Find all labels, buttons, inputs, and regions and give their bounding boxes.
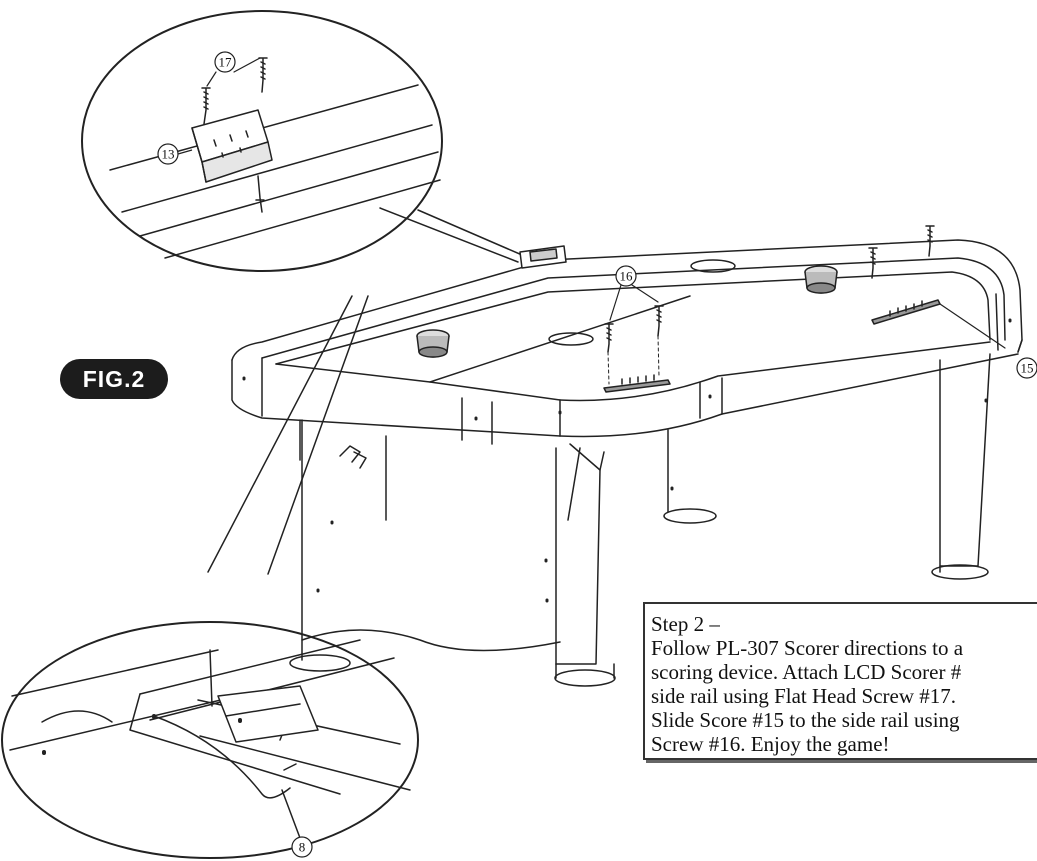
table-legs bbox=[242, 318, 1012, 687]
step-line: scoring device. Attach LCD Scorer # bbox=[651, 660, 962, 684]
step-line: Slide Score #15 to the side rail using bbox=[651, 708, 960, 732]
callout-8: 8 bbox=[291, 836, 313, 858]
callouts: 17 13 16 15 8 bbox=[157, 51, 1037, 858]
slide-score-15 bbox=[603, 299, 941, 393]
screw-16 bbox=[604, 225, 935, 385]
step-line: Screw #16. Enjoy the game! bbox=[651, 732, 890, 756]
mallet-left bbox=[416, 329, 450, 358]
callout-17: 17 bbox=[214, 51, 236, 73]
callout-13: 13 bbox=[157, 143, 193, 165]
figure-label: FIG.2 bbox=[60, 359, 168, 399]
top-detail-magnifier bbox=[81, 10, 523, 272]
svg-text:16: 16 bbox=[620, 269, 634, 284]
callout-16: 16 bbox=[615, 265, 637, 287]
svg-text:8: 8 bbox=[299, 840, 306, 855]
bottom-detail-magnifier bbox=[1, 295, 419, 859]
svg-text:13: 13 bbox=[162, 147, 175, 162]
flat-head-screw-17 bbox=[201, 57, 268, 213]
step-line: side rail using Flat Head Screw #17. bbox=[651, 684, 957, 708]
air-hockey-table bbox=[231, 225, 1023, 687]
svg-text:15: 15 bbox=[1021, 361, 1034, 376]
svg-text:17: 17 bbox=[219, 55, 233, 70]
step-instructions-box: Step 2 – Follow PL-307 Scorer directions… bbox=[643, 602, 1037, 760]
lcd-scorer-bracket bbox=[191, 109, 273, 183]
step-title: Step 2 – bbox=[651, 612, 720, 636]
callout-15: 15 bbox=[1016, 357, 1037, 379]
mallet-right bbox=[804, 265, 838, 294]
step-line: Follow PL-307 Scorer directions to a bbox=[651, 636, 964, 660]
lcd-scorer bbox=[519, 245, 567, 269]
